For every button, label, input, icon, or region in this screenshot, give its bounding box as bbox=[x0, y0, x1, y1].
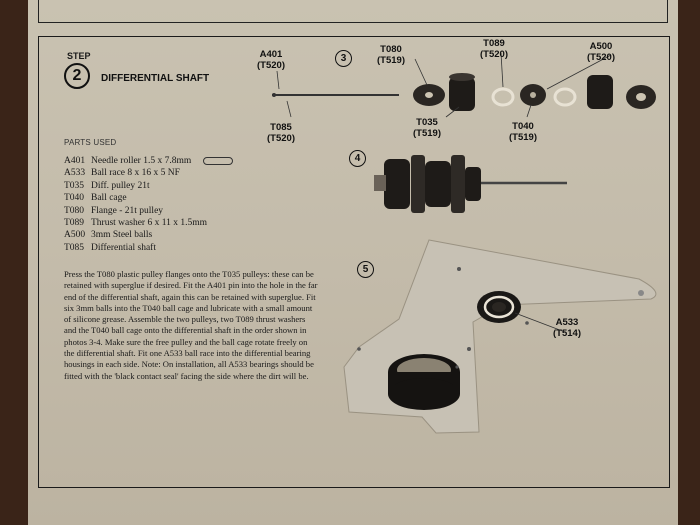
thrust-washer-t089 bbox=[491, 87, 515, 107]
step-label: STEP bbox=[67, 51, 91, 61]
label-a500: A500(T520) bbox=[587, 41, 615, 63]
label-a533: A533(T514) bbox=[553, 317, 581, 339]
photo-5-chassis-plate bbox=[343, 239, 657, 434]
label-t085: T085(T520) bbox=[267, 122, 295, 144]
photo-number-3: 3 bbox=[335, 50, 352, 67]
pulley-t035-2 bbox=[587, 75, 613, 109]
photo-number-5: 5 bbox=[357, 261, 374, 278]
step-title: DIFFERENTIAL SHAFT bbox=[101, 73, 210, 84]
photo-number-4: 4 bbox=[349, 150, 366, 167]
previous-step-frame bbox=[38, 0, 668, 23]
label-t040: T040(T519) bbox=[509, 121, 537, 143]
photo-4-assembled-shaft bbox=[374, 155, 567, 213]
step-number-badge: 2 bbox=[64, 63, 90, 89]
label-t080: T080(T519) bbox=[377, 44, 405, 66]
label-a401: A401(T520) bbox=[257, 49, 285, 71]
photo-3-exploded-parts bbox=[272, 52, 656, 118]
parts-used-heading: PARTS USED bbox=[64, 138, 117, 147]
thrust-washer-t089-2 bbox=[553, 87, 577, 107]
manual-page: STEP 2 DIFFERENTIAL SHAFT PARTS USED A40… bbox=[28, 0, 678, 525]
needle-roller-icon bbox=[203, 157, 234, 165]
label-t035: T035(T519) bbox=[413, 117, 441, 139]
pulley-t035 bbox=[449, 77, 475, 111]
photo-illustrations bbox=[272, 52, 657, 434]
label-t089: T089(T520) bbox=[480, 38, 508, 60]
assembly-instructions: Press the T080 plastic pulley flanges on… bbox=[64, 269, 318, 381]
step-panel: STEP 2 DIFFERENTIAL SHAFT PARTS USED A40… bbox=[38, 36, 670, 488]
